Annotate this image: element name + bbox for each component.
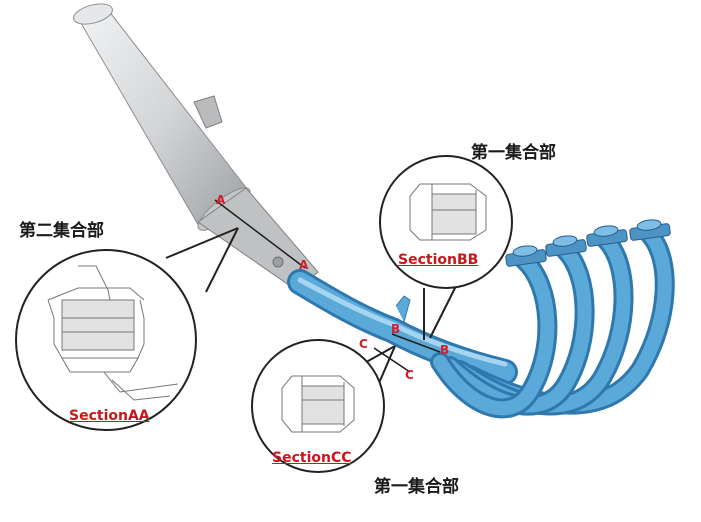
section-bb-label: SectionBB: [398, 252, 479, 268]
detail-circle-cc: [251, 339, 385, 473]
marker-b-left: B: [391, 322, 401, 336]
header-flanges: [505, 219, 671, 267]
muffler-bracket: [193, 95, 223, 129]
section-cc-label: SectionCC: [272, 450, 352, 466]
detail-circle-aa: [15, 249, 197, 431]
cut-line-cc: [373, 347, 411, 373]
marker-c-right: C: [405, 368, 414, 382]
section-aa-label: SectionAA: [69, 408, 150, 424]
marker-b-right: B: [440, 343, 450, 357]
label-second-collector: 第二集合部: [19, 221, 104, 241]
link-pipe: [287, 269, 518, 385]
marker-a-top: A: [216, 193, 226, 207]
muffler: [73, 3, 319, 291]
cut-line-bb: [391, 333, 441, 353]
header-pipes: [430, 225, 675, 419]
marker-c-left: C: [359, 337, 368, 351]
muffler-cone: [197, 187, 319, 291]
detail-circle-bb: [379, 155, 513, 289]
label-first-collector-bottom: 第一集合部: [374, 477, 459, 497]
label-first-collector-top: 第一集合部: [471, 143, 556, 163]
marker-a-bottom: A: [299, 258, 309, 272]
